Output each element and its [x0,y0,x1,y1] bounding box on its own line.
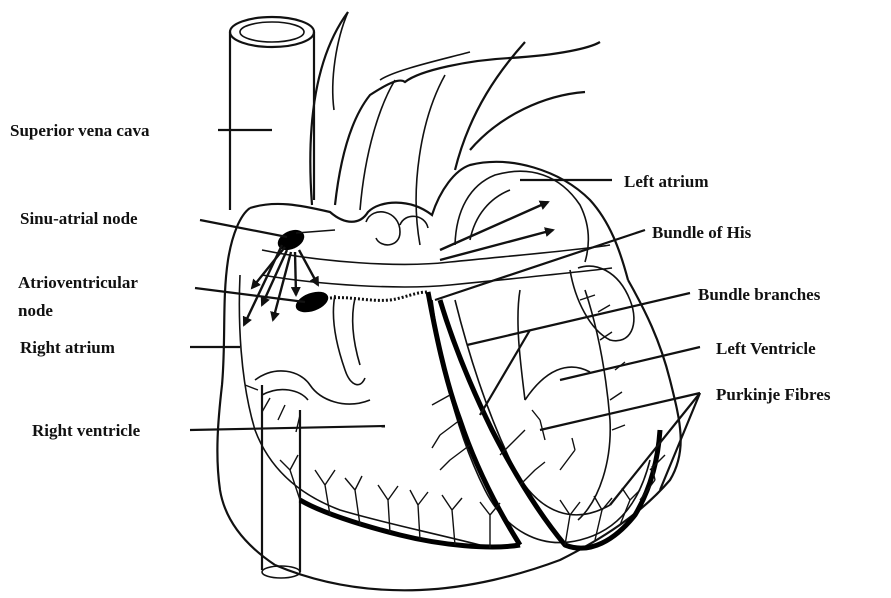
label-atrioventricular-node-line2: node [18,301,53,320]
labels: Superior vena cava Sinu-atrial node Atri… [10,121,831,440]
leader-left-ventricle [560,347,700,380]
label-right-ventricle: Right ventricle [32,421,141,440]
label-bundle-of-his: Bundle of His [652,223,752,242]
great-vessels [310,12,600,245]
label-bundle-branches: Bundle branches [698,285,821,304]
bundle-of-his-and-branches [300,292,660,548]
label-superior-vena-cava: Superior vena cava [10,121,150,140]
left-ventricle-walls [518,266,634,520]
left-atrium-chamber [455,171,588,262]
right-ventricle-walls [255,295,370,404]
av-valve-band [262,212,612,287]
purkinje-fibre-branches [245,295,665,548]
label-left-atrium: Left atrium [624,172,709,191]
leader-atrioventricular-node [195,288,305,302]
leader-purkinje-fibres-3 [660,393,700,490]
leader-sinu-atrial-node [200,220,287,237]
label-sinu-atrial-node: Sinu-atrial node [20,209,138,228]
label-left-ventricle: Left Ventricle [716,339,816,358]
label-atrioventricular-node-line1: Atrioventricular [18,273,138,292]
label-purkinje-fibres: Purkinje Fibres [716,385,831,404]
label-right-atrium: Right atrium [20,338,115,357]
internodal-pathway [330,292,428,300]
leader-bundle-of-his [435,230,645,300]
